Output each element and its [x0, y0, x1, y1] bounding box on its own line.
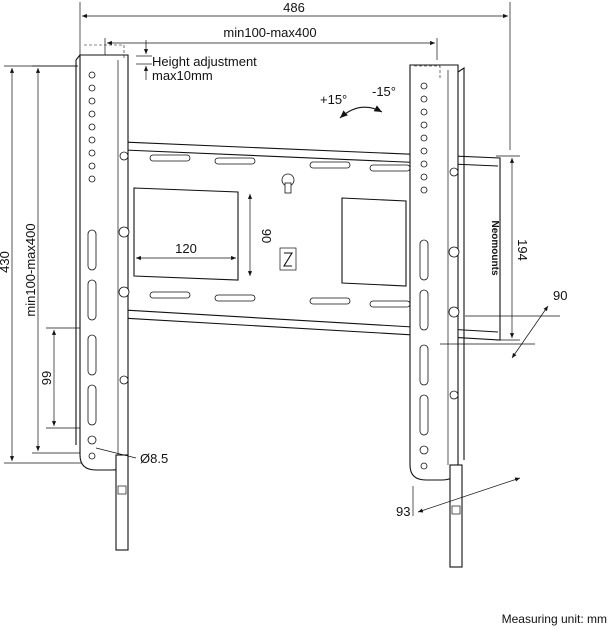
dimension-plate-full-height: 194 [496, 155, 530, 341]
plate-height-label: 90 [259, 229, 274, 243]
right-safety-strap [449, 464, 463, 568]
dimension-overall-width: 486 [79, 0, 511, 150]
brand-text: Neomounts [489, 221, 500, 276]
dimension-hole-diameter: Ø8.5 [95, 447, 168, 466]
plate-full-height-label: 194 [515, 239, 530, 261]
tilt-indicator: +15° -15° [320, 84, 396, 119]
depth-label: 90 [553, 288, 567, 303]
dimension-plate-height: 90 [247, 194, 274, 276]
vesa-vertical-label: min100-max400 [23, 223, 38, 316]
overall-height-label: 430 [0, 251, 12, 273]
right-arm-holes [419, 82, 429, 470]
dimension-height-adjustment: Height adjustment max10mm [136, 40, 257, 83]
dimension-wall-depth: 93 [396, 477, 521, 519]
left-arm [75, 44, 130, 551]
height-adjustment-value: max10mm [152, 68, 213, 83]
tilt-arrow-icon [339, 105, 383, 119]
left-safety-strap [115, 454, 129, 551]
dimension-vesa-vertical: min100-max400 [23, 65, 80, 454]
right-arm [409, 64, 465, 568]
overall-width-label: 486 [283, 0, 305, 15]
vesa-horizontal-label: min100-max400 [223, 25, 316, 40]
hole-diameter-label: Ø8.5 [140, 451, 168, 466]
tilt-up-label: +15° [320, 92, 347, 107]
offset-99-label: 99 [39, 371, 54, 385]
measuring-unit-note: Measuring unit: mm [501, 612, 607, 626]
dimension-depth: 90 [440, 288, 567, 359]
center-logo-icon [279, 247, 297, 271]
dimension-offset-99: 99 [39, 327, 80, 429]
plate-width-label: 120 [175, 241, 197, 256]
left-strap-logo-icon [117, 485, 127, 495]
dimension-plate-width: 120 [136, 241, 236, 261]
wall-depth-label: 93 [396, 504, 410, 519]
height-adjustment-title: Height adjustment [152, 54, 257, 69]
left-arm-holes [87, 71, 97, 460]
tilt-down-label: -15° [372, 84, 396, 99]
